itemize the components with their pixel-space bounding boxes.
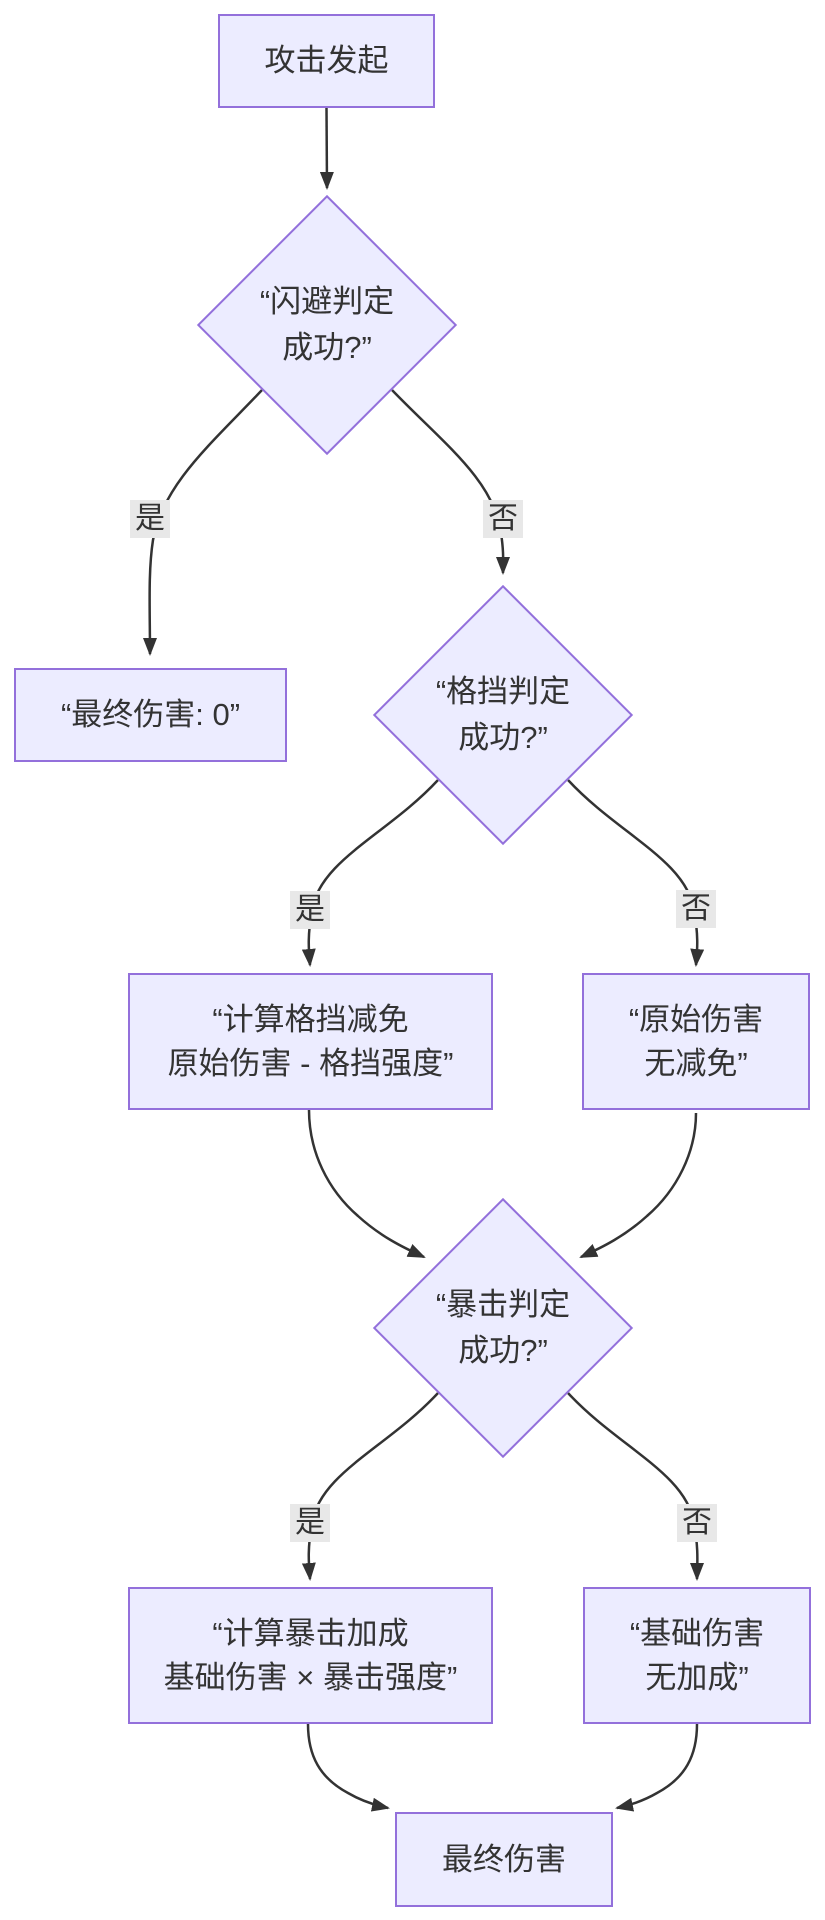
edge-dodge-no-to-block <box>391 389 511 575</box>
edge-label-block-yes: 是 <box>290 891 330 929</box>
node-dodge-check-line1: “闪避判定 <box>259 284 395 319</box>
node-attack-start: 攻击发起 <box>218 14 435 108</box>
node-block-reduction-calc-line2: 原始伤害 - 格挡强度” <box>167 1045 454 1081</box>
edge-block-yes-to-block-calc <box>301 779 439 967</box>
node-final-damage: 最终伤害 <box>395 1812 613 1907</box>
node-raw-damage-no-reduction-line1: “原始伤害 <box>628 1001 764 1037</box>
edge-no-bonus-to-final <box>615 1723 699 1812</box>
node-crit-bonus-calc: “计算暴击加成 基础伤害 × 暴击强度” <box>128 1587 493 1724</box>
node-crit-bonus-calc-line1: “计算暴击加成 <box>212 1615 409 1651</box>
edge-crit-calc-to-final <box>306 1723 390 1812</box>
node-block-check-line2: 成功?” <box>458 720 548 755</box>
node-crit-bonus-calc-line2: 基础伤害 × 暴击强度” <box>163 1659 458 1695</box>
node-crit-check-label: “暴击判定 成功?” <box>383 1282 623 1374</box>
node-base-damage-no-bonus-line1: “基础伤害 <box>629 1615 765 1651</box>
edge-label-block-no: 否 <box>676 890 716 928</box>
edge-no-reduce-to-crit <box>579 1112 698 1259</box>
node-block-check-label: “格挡判定 成功?” <box>383 669 623 761</box>
node-final-damage-zero: “最终伤害: 0” <box>14 668 287 762</box>
edge-block-calc-to-crit <box>307 1109 426 1259</box>
node-base-damage-no-bonus: “基础伤害 无加成” <box>583 1587 811 1724</box>
node-crit-check-line2: 成功?” <box>458 1333 548 1368</box>
edge-crit-yes-to-crit-calc <box>301 1392 439 1581</box>
node-base-damage-no-bonus-line2: 无加成” <box>645 1659 749 1695</box>
node-raw-damage-no-reduction: “原始伤害 无减免” <box>582 973 810 1110</box>
edge-label-crit-no: 否 <box>677 1504 717 1542</box>
edge-label-crit-yes: 是 <box>290 1504 330 1542</box>
node-attack-start-label: 攻击发起 <box>264 43 389 78</box>
node-raw-damage-no-reduction-line2: 无减免” <box>644 1045 748 1081</box>
edge-crit-no-to-no-bonus <box>567 1392 705 1581</box>
node-final-damage-label: 最终伤害 <box>442 1841 566 1877</box>
edge-label-dodge-no: 否 <box>483 500 523 538</box>
node-final-damage-zero-label: “最终伤害: 0” <box>60 697 241 732</box>
node-block-reduction-calc-line1: “计算格挡减免 <box>212 1001 409 1037</box>
node-dodge-check-label: “闪避判定 成功?” <box>207 279 447 371</box>
node-block-check-line1: “格挡判定 <box>435 674 571 709</box>
node-crit-check-line1: “暴击判定 <box>435 1287 571 1322</box>
edge-block-no-to-no-reduce <box>567 779 705 967</box>
node-block-reduction-calc: “计算格挡减免 原始伤害 - 格挡强度” <box>128 973 493 1110</box>
edge-attack-to-dodge <box>319 107 334 190</box>
node-dodge-check-line2: 成功?” <box>282 330 372 365</box>
edge-label-dodge-yes: 是 <box>130 500 170 538</box>
